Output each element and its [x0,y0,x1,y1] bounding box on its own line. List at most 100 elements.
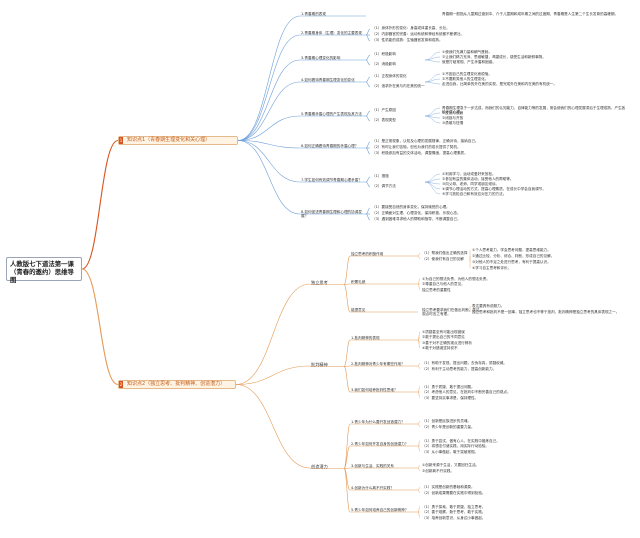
connector-line [424,115,441,124]
child-node[interactable]: （3）遇到困难寻求他人的帮助和指导，不断调整自己。 [372,217,461,221]
child-node[interactable]: （3）要坚持实事求是，保持理性。 [422,395,479,400]
child-node[interactable]: （2）使我们有自己的见解 [422,256,464,261]
connector-line [237,59,301,141]
leaf-text[interactable]: 独立思考和批判不是一回事，独立思考也不等于批判，批判精神是独立思考的具体表现之一… [472,310,620,314]
item-node[interactable]: 3.我们如何培养批判性思维？ [351,387,398,392]
child-node[interactable]: （1）勇于探索，敢于质疑，独立思考。 [422,504,486,509]
child-node[interactable]: （3）性机能的成熟：生殖器官发育和成熟。 [372,38,443,42]
root-topic[interactable]: 人教版七下道法第一课（青春的邀约）思维导图 [6,257,82,284]
leaf-text[interactable]: ②不要欺笑他人的生理变化。 [442,77,489,81]
connector-line [365,81,371,88]
child-node[interactable]: （1）有助于发现、提出问题，去伪存真，质疑权威。 [422,361,507,366]
child-node[interactable]: ④敢于对错误坚持说不 [422,346,458,351]
child-node[interactable]: （1）帮我们做出正确的选择 [422,251,468,256]
leaf-text[interactable]: 青春期一般指从儿童期过渡到中、介于儿童期和成年期之间的过渡期，青春期是人生第二个… [442,12,619,16]
child-node[interactable]: （2）表现类型 [372,118,396,122]
leaf-text[interactable]: ①使我们充满力量和朝气蓬勃。 [442,50,492,54]
child-node[interactable]: （1）措施 [372,174,389,178]
leaf-text[interactable]: ⑤学习放松自己和有效应对压力的方法。 [442,192,507,196]
child-node[interactable]: ②尊重自己与他人的意见。 [422,282,465,286]
branch-node[interactable]: 7.学生如何有效调节青春期心理矛盾？ [301,177,362,182]
child-node[interactable]: （1）勇于尝试，做有心人，在实践中锻炼自己。 [422,438,500,443]
child-node[interactable]: （1）积极影响 [372,52,396,56]
child-node[interactable]: （2）内部器官的完善：运动系统和神经系统都不断健壮。 [372,32,465,36]
branch-node[interactable]: 1.青春期的表现 [301,11,326,16]
child-node[interactable]: ①为自己的想法负责，为他人的想法负责。 [422,276,490,281]
item-node[interactable]: 1.批判精神的表现 [351,335,380,340]
leaf-text[interactable]: 走进自我，比简单的外在美的实现，是完成外在美和内在美的有机统一。 [442,82,557,86]
leaf-text[interactable]: ②通过比较、分析、综合、判断，形成自己的见解。 [472,254,555,258]
branch-node[interactable]: 5.青春期矛盾心理的产生表现及其方法 [301,111,362,116]
leaf-text[interactable]: 青春期生理急于一步达成，而我们的认知能力、自律能力等的发展，常会使我们的心理发展… [442,106,626,115]
leaf-text[interactable]: 表达要具有说服力。 [472,304,505,308]
leaf-text[interactable]: ③勇敢与怯懦 [442,121,464,125]
leaf-text[interactable]: ②参加有益的集体活动，接受他人的帮助等。 [442,177,514,181]
leaf-text[interactable]: ③对他人的不足之处进行思考，有利于提高认识。 [472,260,551,264]
leaf-text[interactable]: ③向父母、老师、同学或朋友倾诉。 [442,182,500,186]
group-node[interactable]: 批判精神 [311,361,328,367]
branch-node[interactable]: 6.如何正确看待青春期的矛盾心理？ [301,143,359,148]
item-node[interactable]: 1.青少年为什么要开发创造潜力？ [351,419,405,424]
branch-node[interactable]: 4.如何看待青春期生理变化的变化 [301,77,355,82]
connector-line [81,139,119,270]
leaf-text[interactable]: ①反抗与依赖 [442,111,464,115]
child-node[interactable]: （1）身体外形的变化：身高或体重长高、长壮。 [372,26,450,30]
child-node[interactable]: （1）要接受自然的身体变化，保持愉悦的心理。 [372,205,450,209]
child-node[interactable]: （2）将想法付诸实践，用实际行动检验。 [422,444,489,448]
item-node[interactable]: 4.创新为什么离不开实践？ [351,485,394,490]
connector-line [235,365,311,385]
item-node[interactable]: 积累礼貌 [351,279,366,284]
child-node[interactable]: （3）从小事做起，敢于突破常规。 [422,449,479,454]
item-node[interactable]: 5.青少年如何培养自己的创新精神？ [351,507,409,512]
leaf-text[interactable]: ④学习自主思考和评价。 [472,266,512,270]
child-node[interactable]: （1）产生原因 [372,108,396,112]
item-node[interactable]: 2.青少年如何开发自身的创造潜力？ [351,441,409,446]
child-node[interactable]: （1）实践是创新的基础和源泉。 [422,485,475,490]
child-node[interactable]: （1）创新是民族进步的灵魂。 [422,419,472,424]
connector-line [417,365,421,369]
child-node[interactable]: （2）追求外在美与内在美的统一 [372,84,425,88]
item-node[interactable]: 3.创新与生活、实践的关系 [351,463,394,468]
item-node[interactable]: 2.批判精神对青少年有哪些作用？ [351,361,405,366]
leaf-text[interactable]: ②闭锁与开放 [442,116,464,120]
child-node[interactable]: ①质疑甚至有可能出现错误 [422,329,465,334]
branch-node[interactable]: 8.如何促进青春期生理和心理的协调发展？ [301,209,362,218]
child-node[interactable]: （2）青少年是创新的重要力量。 [422,424,475,429]
child-node[interactable]: （2）考虑他人的意见，在批判中不断完善自己的观点。 [422,390,511,394]
child-node[interactable]: （2）有时让我们苦恼，但也为我们的成长提供了契机。 [372,145,461,149]
group-node[interactable]: 创造潜力 [311,463,328,469]
leaf-text[interactable]: ①个人思考能力，学会思考问题，提高思维能力。 [472,248,551,252]
connector-line [343,423,351,469]
connector-line [237,81,301,141]
child-node[interactable]: （1）是正常现象，认知及心理的发展规律，正确对待，接纳自己。 [372,139,479,143]
child-node[interactable]: （2）有利于主动思考的能力，提高创新能力。 [422,366,497,371]
child-node[interactable]: 独立思考的重要性 [422,287,451,292]
child-node[interactable]: ③善于对不正确的观点进行辨析 [422,340,472,345]
branch-node[interactable]: 3.青春期心理变化的影响 [301,55,341,60]
leaf-text[interactable]: ②让我们精力充沛、思维敏捷，渴望成长，感受生活和新鲜事物。 [442,55,546,59]
child-node[interactable]: （2）创新成果需要在实践中得到检验。 [422,490,486,495]
branch-node[interactable]: 2.青春期身体（生理）变化的主要表现 [301,30,362,35]
leaf-text[interactable]: ④调节心理活动的方式，提高心理素质，在成长中学会自我调节。 [442,187,546,191]
child-node[interactable]: （2）正确面对生理、心理变化，保持积极、乐观心态。 [372,211,461,215]
child-node[interactable]: （1）勇于质疑，敢于提出问题。 [422,384,475,389]
leaf-text[interactable]: 就是打破常规、产生矛盾和困惑。 [442,60,496,64]
child-node[interactable]: ①创新来源于生活，又要回归生活。 [422,463,480,468]
item-node[interactable]: 独立思考的积极作用 [351,251,384,256]
leaf-text[interactable]: ①不因自己的生理变化而烦恼。 [442,72,492,76]
group-node[interactable]: 独立思考 [311,279,328,285]
leaf-text[interactable]: 独立思考要求我们在做出判断、表达观点时言之有理。 [422,308,480,317]
child-node[interactable]: ②创新离不开实践。 [422,468,454,473]
child-node[interactable]: （2）调节方法 [372,184,396,188]
connector-line [343,445,351,469]
leaf-text[interactable]: ①利用学习、运动或爱好来放松。 [442,172,496,176]
child-node[interactable]: （2）消极影响 [372,62,396,66]
child-node[interactable]: ②敢于提出自己的不同意见 [422,335,465,340]
child-node[interactable]: （2）善于观察，勤于思考，敢于实践。 [422,510,486,514]
item-node[interactable]: 能提意见 [351,307,366,312]
child-node[interactable]: （1）正视身体的变化 [372,74,407,78]
child-node[interactable]: （3）培养创新意识，从身边小事做起。 [422,515,486,520]
child-node[interactable]: （3）积极参加有益的文体活动，调整情绪，提高心理素质。 [372,151,468,155]
